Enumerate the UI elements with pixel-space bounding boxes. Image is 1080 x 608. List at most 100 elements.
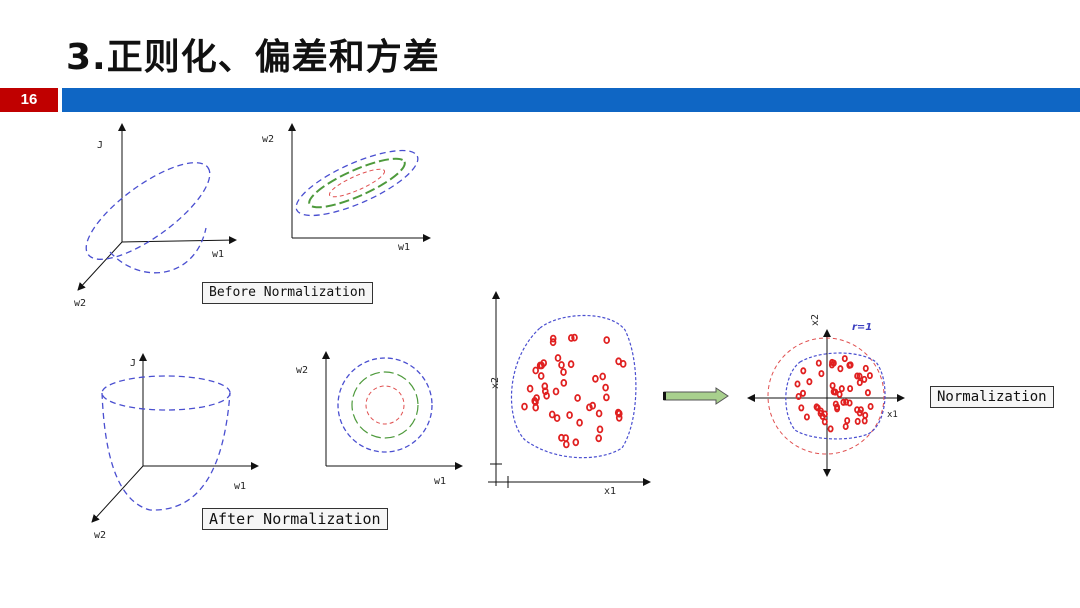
data-point bbox=[832, 388, 839, 396]
data-point bbox=[567, 334, 575, 342]
data-point bbox=[861, 417, 868, 425]
data-point bbox=[867, 402, 874, 411]
axis-label-J: J bbox=[97, 140, 103, 151]
data-point bbox=[818, 370, 825, 378]
data-point bbox=[844, 417, 851, 425]
data-point bbox=[841, 355, 848, 363]
axis-label-w2: w2 bbox=[262, 134, 274, 145]
raw-data-scatter: x2 x1 bbox=[488, 291, 651, 497]
data-point bbox=[541, 382, 549, 391]
data-point bbox=[615, 409, 623, 418]
data-point bbox=[558, 361, 565, 369]
data-point bbox=[856, 379, 863, 387]
data-point bbox=[576, 418, 583, 427]
data-point bbox=[862, 411, 869, 419]
data-point bbox=[596, 425, 604, 434]
data-point bbox=[861, 375, 868, 383]
page-number-badge: 16 bbox=[0, 88, 58, 112]
data-point bbox=[843, 398, 850, 406]
axis-label-w1: w1 bbox=[434, 476, 446, 487]
before-contour-plot: w2 w1 bbox=[262, 123, 431, 253]
data-point bbox=[589, 401, 596, 410]
data-point bbox=[541, 387, 549, 396]
header-bar bbox=[62, 88, 1080, 112]
axis-label-x2: x2 bbox=[490, 377, 501, 389]
data-point bbox=[798, 404, 805, 412]
data-point bbox=[562, 434, 569, 443]
data-point bbox=[562, 440, 570, 449]
axis-label-x2: x2 bbox=[810, 314, 821, 326]
axis-label-w1: w1 bbox=[398, 242, 410, 253]
data-point bbox=[549, 334, 557, 343]
data-point bbox=[803, 413, 810, 421]
data-point bbox=[794, 380, 801, 388]
data-point bbox=[567, 360, 575, 369]
data-point bbox=[536, 361, 544, 370]
after-contour-plot: w2 w1 bbox=[296, 351, 463, 487]
data-point bbox=[537, 372, 545, 380]
axis-label-w2: w2 bbox=[296, 365, 308, 376]
data-point bbox=[838, 385, 845, 393]
data-point bbox=[533, 394, 540, 403]
data-point bbox=[800, 389, 807, 397]
axis-label-w2: w2 bbox=[94, 530, 106, 541]
data-point bbox=[829, 358, 836, 366]
data-point bbox=[815, 359, 822, 367]
axis-label-x1: x1 bbox=[887, 410, 898, 420]
transform-arrow bbox=[663, 387, 729, 405]
normalized-data-points bbox=[794, 355, 874, 433]
axis-label-x1: x1 bbox=[604, 486, 616, 497]
data-point bbox=[840, 398, 847, 406]
data-point bbox=[854, 372, 861, 380]
normalization-label: Normalization bbox=[930, 386, 1054, 408]
data-point bbox=[574, 394, 581, 402]
data-point bbox=[827, 425, 834, 433]
data-point bbox=[829, 382, 836, 390]
data-point bbox=[603, 393, 610, 402]
data-point bbox=[532, 398, 539, 406]
data-point bbox=[603, 336, 610, 345]
before-normalization-label: Before Normalization bbox=[202, 282, 373, 304]
data-point bbox=[864, 389, 871, 397]
data-point bbox=[846, 361, 853, 369]
data-point bbox=[532, 366, 539, 375]
data-point bbox=[821, 418, 828, 426]
slide-title: 3.正则化、偏差和方差 bbox=[66, 37, 440, 78]
data-point bbox=[586, 403, 593, 412]
data-point bbox=[521, 402, 528, 411]
axis-label-J: J bbox=[130, 358, 136, 369]
data-point bbox=[595, 409, 603, 418]
data-point bbox=[599, 372, 606, 381]
data-point bbox=[554, 354, 562, 362]
data-point bbox=[615, 357, 622, 366]
data-point bbox=[834, 405, 841, 413]
data-point bbox=[566, 411, 573, 420]
data-point bbox=[862, 364, 869, 372]
data-point bbox=[615, 413, 623, 422]
radius-label: r=1 bbox=[852, 322, 872, 333]
data-point bbox=[548, 410, 556, 419]
data-point bbox=[602, 383, 609, 392]
data-point bbox=[817, 407, 824, 415]
data-point bbox=[866, 372, 873, 380]
data-point bbox=[592, 374, 599, 383]
data-point bbox=[595, 434, 602, 443]
after-3d-plot: J w1 w2 bbox=[91, 353, 259, 541]
data-point bbox=[854, 417, 861, 425]
before-3d-plot: J w1 w2 bbox=[74, 123, 237, 309]
data-point bbox=[795, 392, 802, 401]
after-normalization-label: After Normalization bbox=[202, 508, 388, 530]
data-point bbox=[854, 406, 861, 414]
data-point bbox=[553, 414, 561, 423]
data-point bbox=[572, 438, 580, 447]
data-point bbox=[552, 387, 560, 396]
data-point bbox=[837, 365, 844, 373]
data-point bbox=[571, 333, 578, 342]
data-point bbox=[800, 367, 807, 375]
axis-label-w2: w2 bbox=[74, 298, 86, 309]
data-point bbox=[847, 385, 854, 393]
axis-label-w1: w1 bbox=[212, 249, 224, 260]
data-point bbox=[842, 422, 849, 431]
normalized-data-scatter: x2 x1 r=1 bbox=[747, 314, 905, 477]
raw-data-points bbox=[521, 333, 627, 449]
